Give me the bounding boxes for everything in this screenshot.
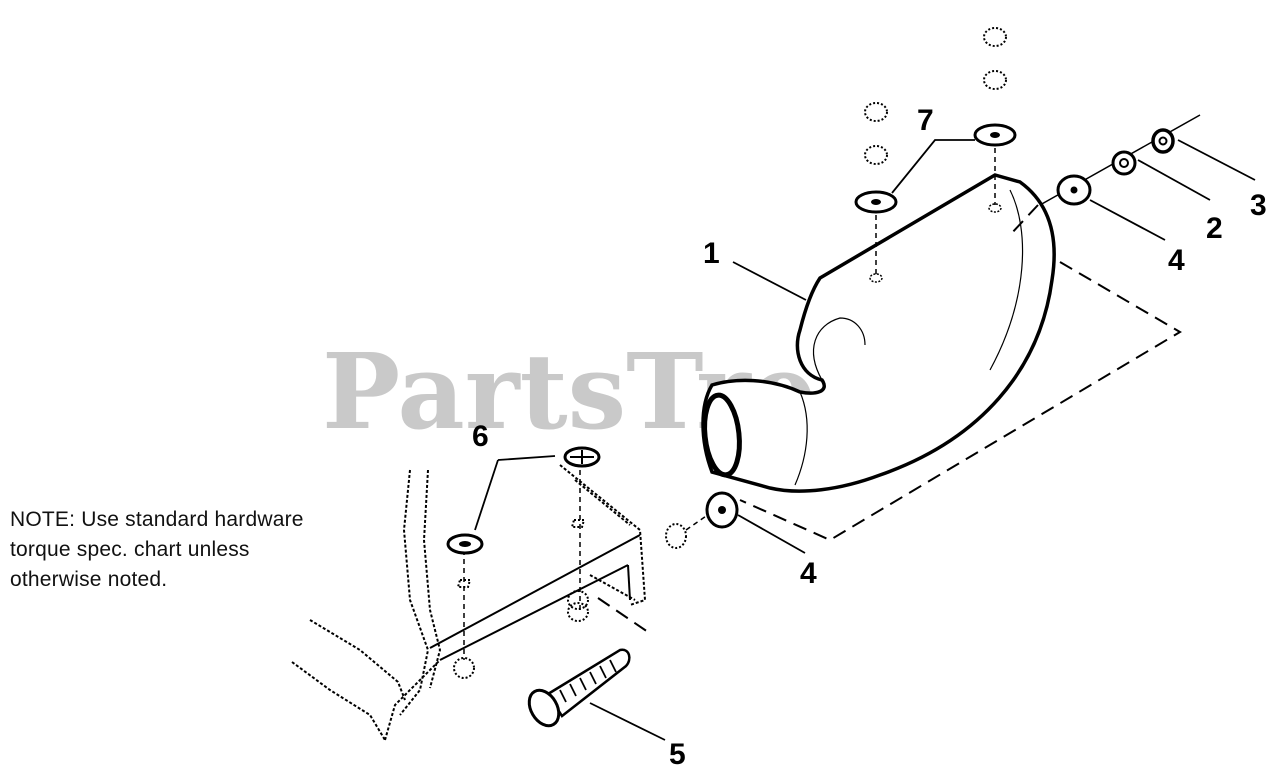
- assembly-lines: [597, 204, 1182, 633]
- callout-2: 2: [1206, 212, 1223, 245]
- callout-6: 6: [472, 420, 489, 453]
- leader-lines: [474, 139, 1256, 741]
- callout-3: 3: [1250, 189, 1267, 222]
- callout-7: 7: [917, 104, 934, 137]
- note-line-2: torque spec. chart unless: [10, 538, 250, 561]
- washer-7-right: [973, 123, 1017, 147]
- carriage-bolt-5: [527, 648, 631, 728]
- nut-3: [1151, 128, 1175, 154]
- callout-4-upper: 4: [1168, 244, 1185, 277]
- callout-5: 5: [669, 738, 686, 771]
- torque-note: NOTE: Use standard hardware torque spec.…: [10, 505, 390, 595]
- note-line-1: NOTE: Use standard hardware: [10, 508, 304, 531]
- washer-6-right: [563, 446, 601, 468]
- washer-7-left: [854, 190, 898, 214]
- bracket-solid-edges: [429, 534, 641, 661]
- washer-4-lower: [705, 491, 739, 529]
- callout-1: 1: [703, 237, 720, 270]
- lock-washer-2: [1111, 150, 1137, 176]
- mounting-bracket: [291, 464, 647, 741]
- nut-near-bracket: [665, 523, 687, 549]
- bracket-nuts-dotted: [453, 519, 589, 679]
- washer-4-upper: [1056, 174, 1092, 206]
- note-line-3: otherwise noted.: [10, 568, 168, 591]
- center-lines: [463, 148, 996, 660]
- callout-4-lower: 4: [800, 557, 817, 590]
- washer-6-left: [446, 533, 484, 555]
- nuts-top-dotted: [864, 27, 1007, 165]
- discharge-chute: [701, 173, 1056, 493]
